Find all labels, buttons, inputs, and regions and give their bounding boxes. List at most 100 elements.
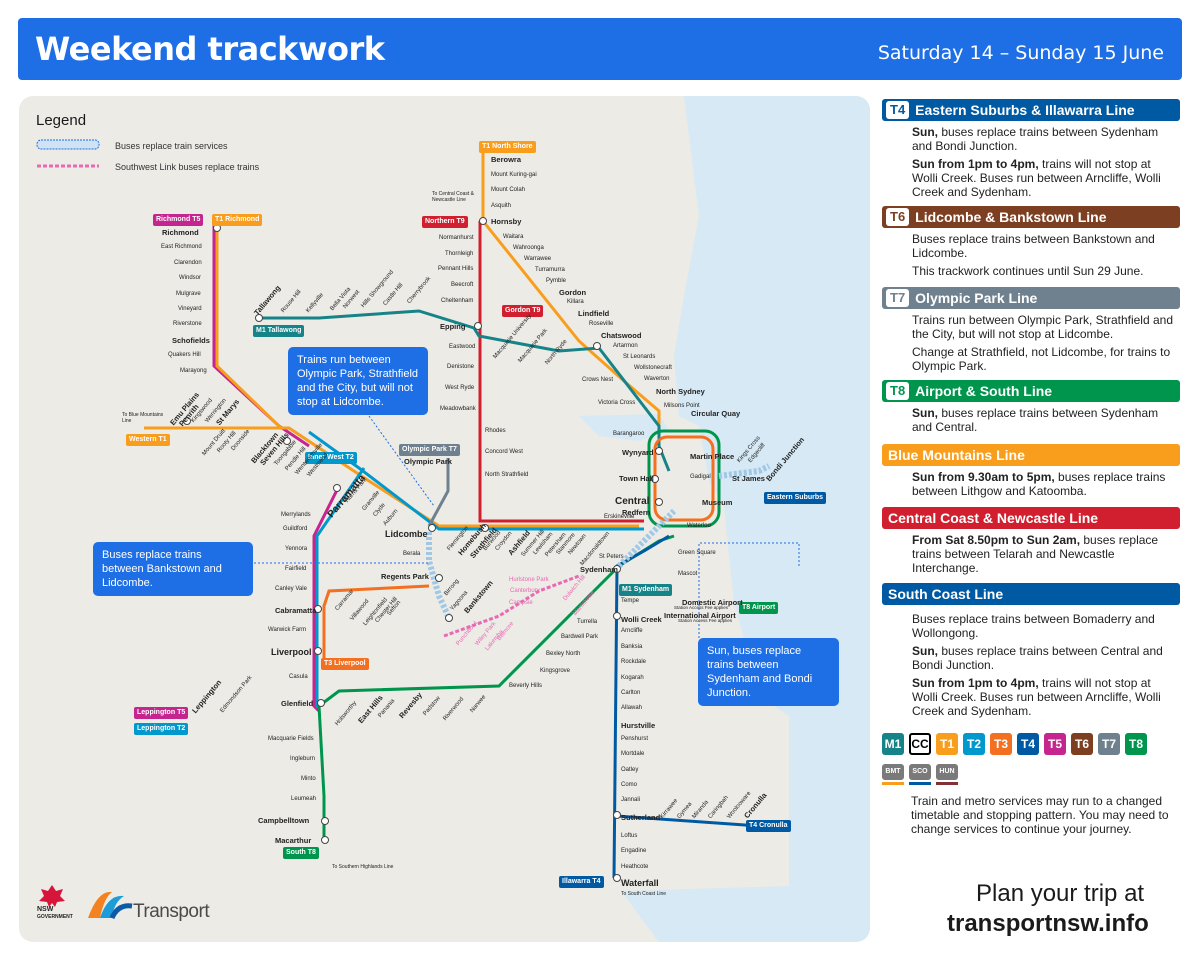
station-label[interactable]: Minto: [301, 776, 316, 782]
station-label[interactable]: Marayong: [180, 368, 207, 374]
station-label[interactable]: Bexley North: [546, 651, 581, 657]
station-label[interactable]: Guildford: [283, 526, 308, 532]
station-label[interactable]: Warrawee: [524, 256, 552, 262]
station-label[interactable]: Hurlstone Park: [509, 577, 549, 583]
station-label[interactable]: Thornleigh: [445, 251, 474, 257]
station-label[interactable]: Mount Colah: [491, 187, 526, 193]
network-map[interactable]: Legend Buses replace train services Sout…: [19, 96, 870, 942]
station-label[interactable]: St James: [732, 474, 765, 483]
station-label[interactable]: Allawah: [621, 705, 643, 711]
station-label[interactable]: Riverstone: [173, 321, 202, 327]
station-label[interactable]: Berala: [403, 551, 421, 557]
station-label[interactable]: Mascot: [678, 571, 698, 577]
station-label[interactable]: Domestic Airport: [682, 598, 743, 607]
station-label[interactable]: Como: [621, 782, 638, 788]
station-label[interactable]: International Airport: [664, 611, 736, 620]
station-label[interactable]: Museum: [702, 498, 733, 507]
station-label[interactable]: Beverly Hills: [509, 683, 543, 689]
station-label[interactable]: Asquith: [491, 203, 512, 209]
station-label[interactable]: Yennora: [285, 546, 308, 552]
station-label[interactable]: Normanhurst: [439, 235, 474, 241]
station-label[interactable]: Pennant Hills: [438, 266, 474, 272]
station-label[interactable]: Wollstonecraft: [634, 365, 672, 371]
station-label[interactable]: Milsons Point: [664, 403, 700, 409]
station-label[interactable]: Bardwell Park: [561, 634, 599, 640]
station-label[interactable]: Hornsby: [491, 217, 522, 226]
station-label[interactable]: Lidcombe: [385, 529, 428, 539]
station-label[interactable]: Meadowbank: [440, 406, 476, 412]
station-label[interactable]: Turramurra: [535, 267, 565, 273]
station-label[interactable]: Killara: [567, 299, 584, 305]
station-label[interactable]: Casula: [289, 674, 308, 680]
transportnsw-link[interactable]: transportnsw.info: [947, 910, 1149, 937]
station-label[interactable]: Heathcote: [621, 864, 649, 870]
station-label[interactable]: Glenfield: [281, 699, 314, 708]
station-label[interactable]: Richmond: [162, 228, 199, 237]
station-label[interactable]: Tempe: [621, 598, 640, 604]
station-label[interactable]: Liverpool: [271, 647, 312, 657]
station-label[interactable]: Circular Quay: [691, 409, 741, 418]
station-label[interactable]: Leumeah: [291, 796, 317, 802]
station-label[interactable]: Oatley: [621, 767, 639, 773]
station-label[interactable]: East Richmond: [161, 244, 202, 250]
station-label[interactable]: Roseville: [589, 321, 614, 327]
station-label[interactable]: Waterfall: [621, 878, 659, 888]
station-label[interactable]: Cheltenham: [441, 298, 474, 304]
station-label[interactable]: Pymble: [546, 278, 567, 284]
station-label[interactable]: Jannali: [621, 797, 641, 803]
station-label[interactable]: Wahroonga: [513, 245, 544, 251]
station-label[interactable]: Windsor: [179, 275, 202, 281]
station-label[interactable]: St Peters: [599, 554, 624, 560]
station-label[interactable]: Green Square: [678, 550, 716, 556]
station-label[interactable]: Sydenham: [580, 565, 618, 574]
station-label[interactable]: Regents Park: [381, 572, 429, 581]
station-label[interactable]: Epping: [440, 322, 466, 331]
station-label[interactable]: Macarthur: [275, 836, 312, 845]
station-label[interactable]: Warwick Farm: [268, 627, 307, 633]
station-label[interactable]: West Ryde: [445, 385, 475, 391]
station-label[interactable]: Ingleburn: [290, 756, 316, 762]
station-label[interactable]: Loftus: [621, 833, 638, 839]
station-label[interactable]: St Leonards: [623, 354, 656, 360]
station-label[interactable]: Fairfield: [285, 566, 307, 572]
station-label[interactable]: Hurstville: [621, 721, 656, 730]
station-label[interactable]: Gadigal: [690, 474, 711, 480]
station-label[interactable]: Canterbury: [510, 588, 540, 594]
station-label[interactable]: Macquarie Fields: [268, 736, 314, 742]
station-label[interactable]: Turrella: [577, 619, 598, 625]
station-label[interactable]: Martin Place: [690, 452, 735, 461]
station-label[interactable]: Beecroft: [451, 282, 474, 288]
station-label[interactable]: Sutherland: [621, 813, 661, 822]
station-label[interactable]: Merrylands: [281, 512, 311, 518]
station-label[interactable]: Mortdale: [621, 751, 645, 757]
station-label[interactable]: Gordon: [559, 288, 587, 297]
station-label[interactable]: Engadine: [621, 848, 647, 854]
station-label[interactable]: Redfern: [622, 508, 651, 517]
station-label[interactable]: Campsie: [509, 600, 533, 606]
station-label[interactable]: Kogarah: [621, 675, 644, 681]
station-label[interactable]: Mount Kuring-gai: [491, 172, 537, 178]
station-label[interactable]: Waterloo: [687, 523, 711, 529]
station-label[interactable]: Mulgrave: [176, 291, 201, 297]
station-label[interactable]: Lindfield: [578, 309, 610, 318]
station-label[interactable]: Erskineville: [604, 514, 635, 520]
station-label[interactable]: Canley Vale: [275, 586, 307, 592]
station-label[interactable]: Carlton: [621, 690, 641, 696]
station-label[interactable]: Victoria Cross: [598, 400, 636, 406]
station-label[interactable]: Campbelltown: [258, 816, 310, 825]
station-label[interactable]: Barangaroo: [613, 431, 645, 437]
station-label[interactable]: Waverton: [644, 376, 670, 382]
station-label[interactable]: Wynyard: [622, 448, 654, 457]
station-label[interactable]: Denistone: [447, 364, 475, 370]
station-label[interactable]: North Strathfield: [485, 472, 529, 478]
station-label[interactable]: Vineyard: [178, 306, 202, 312]
station-label[interactable]: Rockdale: [621, 659, 647, 665]
station-label[interactable]: Rhodes: [485, 428, 506, 434]
station-label[interactable]: Town Hall: [619, 474, 654, 483]
station-label[interactable]: Wolli Creek: [621, 615, 662, 624]
station-label[interactable]: Crows Nest: [582, 377, 614, 383]
station-label[interactable]: Chatswood: [601, 331, 642, 340]
station-label[interactable]: Eastwood: [449, 344, 476, 350]
station-label[interactable]: Kingsgrove: [540, 668, 571, 674]
station-label[interactable]: Clarendon: [174, 260, 202, 266]
